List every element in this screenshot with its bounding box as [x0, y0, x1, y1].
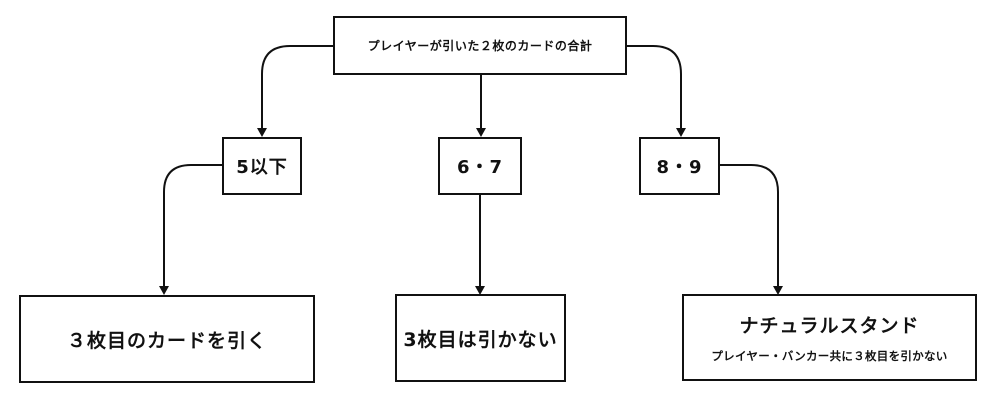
condition-label-le5: 5以下 [236, 157, 288, 178]
arrowhead-nodraw [475, 286, 485, 295]
condition-label-89: 8・9 [656, 157, 703, 178]
condition-node-le5: 5以下 [222, 137, 302, 195]
result-node-natural: ナチュラルスタンド プレイヤー・バンカー共に３枚目を引かない [682, 294, 977, 381]
arrowhead-natural [773, 286, 783, 295]
condition-node-67: 6・7 [438, 137, 522, 195]
result-label-natural: ナチュラルスタンド [739, 315, 920, 337]
arrowhead-draw [159, 286, 169, 295]
result-label-nodraw: 3枚目は引かない [403, 328, 558, 351]
arrowhead-89 [676, 128, 686, 137]
result-note-natural: プレイヤー・バンカー共に３枚目を引かない [711, 349, 948, 363]
result-node-nodraw: 3枚目は引かない [395, 294, 566, 382]
root-label: プレイヤーが引いた２枚のカードの合計 [367, 39, 593, 53]
condition-node-89: 8・9 [639, 137, 720, 195]
arrow-root-to-le5 [261, 45, 333, 128]
arrow-root-to-89 [627, 45, 682, 128]
condition-label-67: 6・7 [456, 157, 504, 178]
arrowhead-le5 [257, 128, 267, 137]
root-node: プレイヤーが引いた２枚のカードの合計 [333, 16, 627, 75]
result-label-draw: ３枚目のカードを引く [66, 329, 267, 352]
arrowhead-67 [476, 128, 486, 137]
arrow-le5-to-draw [163, 164, 222, 286]
arrow-89-to-natural [720, 164, 779, 286]
result-node-draw: ３枚目のカードを引く [19, 295, 315, 383]
